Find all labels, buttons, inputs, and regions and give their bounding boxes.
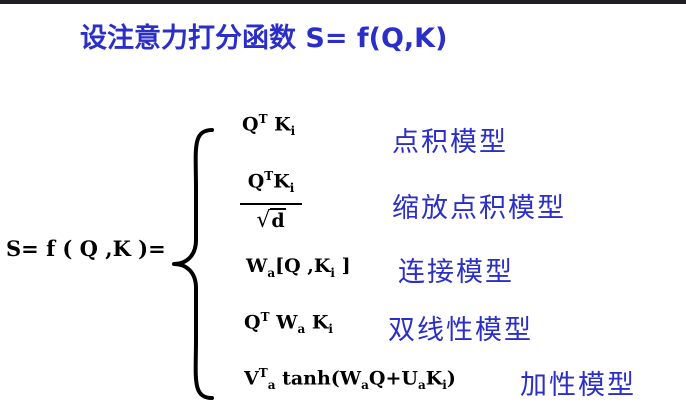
additive-formula: VTa tanh(WaQ+UaKi) [244, 366, 456, 393]
concat-formula: Wa[Q ,Ki ] [246, 255, 351, 280]
fraction-denominator: √d [238, 207, 304, 235]
sqrt-icon: √ [256, 208, 271, 234]
scaled-dot-product-model-label: 缩放点积模型 [392, 193, 566, 224]
dot-product-formula: QT Ki [242, 112, 296, 139]
additive-model-label: 加性模型 [520, 370, 636, 401]
bilinear-formula: QT Wa Ki [244, 310, 333, 337]
dot-product-model-label: 点积模型 [392, 127, 508, 158]
fraction-numerator: QTKi [247, 169, 295, 196]
bilinear-model-label: 双线性模型 [388, 315, 533, 346]
concat-model-label: 连接模型 [398, 257, 514, 288]
function-definition: S= f ( Q ,K )= [6, 236, 166, 261]
left-curly-brace-icon [172, 128, 214, 400]
fraction-bar [240, 203, 302, 206]
scaled-dot-product-formula: QTKi √d [238, 163, 304, 235]
top-border [0, 0, 686, 4]
fraction-denominator-value: d [270, 208, 286, 233]
slide-title: 设注意力打分函数 S= f(Q,K) [80, 23, 448, 54]
